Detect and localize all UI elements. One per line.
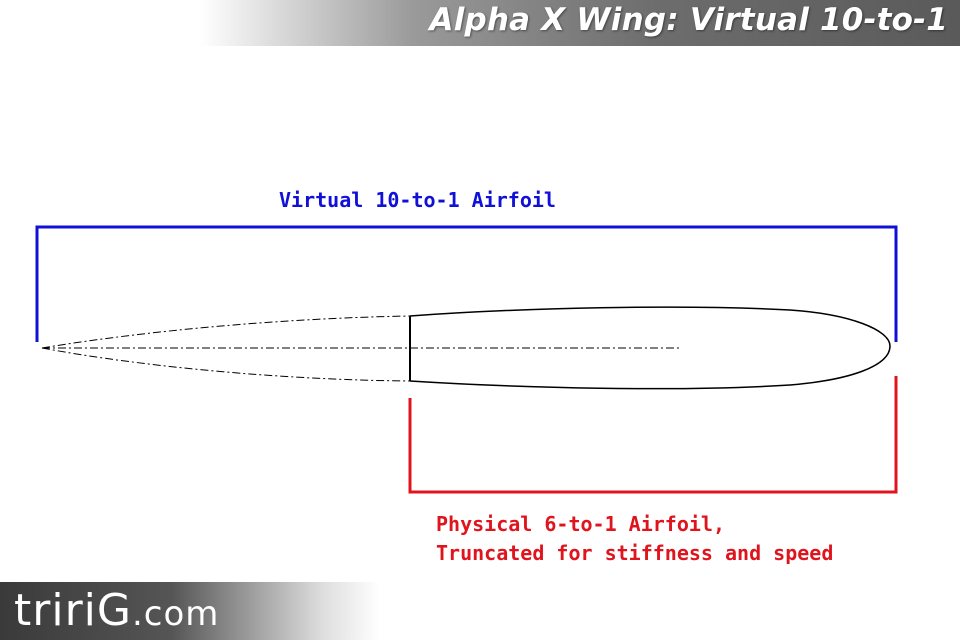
virtual-tail-lower	[41, 347, 411, 382]
physical-airfoil-label: Physical 6-to-1 Airfoil, Truncated for s…	[436, 510, 833, 568]
site-logo[interactable]: tririG.com	[14, 585, 219, 636]
title-bar: Alpha X Wing: Virtual 10-to-1	[200, 0, 960, 46]
virtual-bracket	[35, 225, 898, 342]
logo-suffix: .com	[131, 594, 220, 634]
physical-label-line1: Physical 6-to-1 Airfoil,	[436, 512, 725, 536]
physical-bracket	[408, 376, 898, 494]
logo-bar: tririG.com	[0, 582, 380, 640]
physical-airfoil-outline	[409, 306, 891, 390]
virtual-airfoil-label: Virtual 10-to-1 Airfoil	[279, 188, 556, 212]
virtual-tail-upper	[41, 315, 411, 349]
page-title: Alpha X Wing: Virtual 10-to-1	[429, 2, 948, 38]
logo-main: tririG	[14, 585, 132, 636]
physical-label-line2: Truncated for stiffness and speed	[436, 541, 834, 565]
